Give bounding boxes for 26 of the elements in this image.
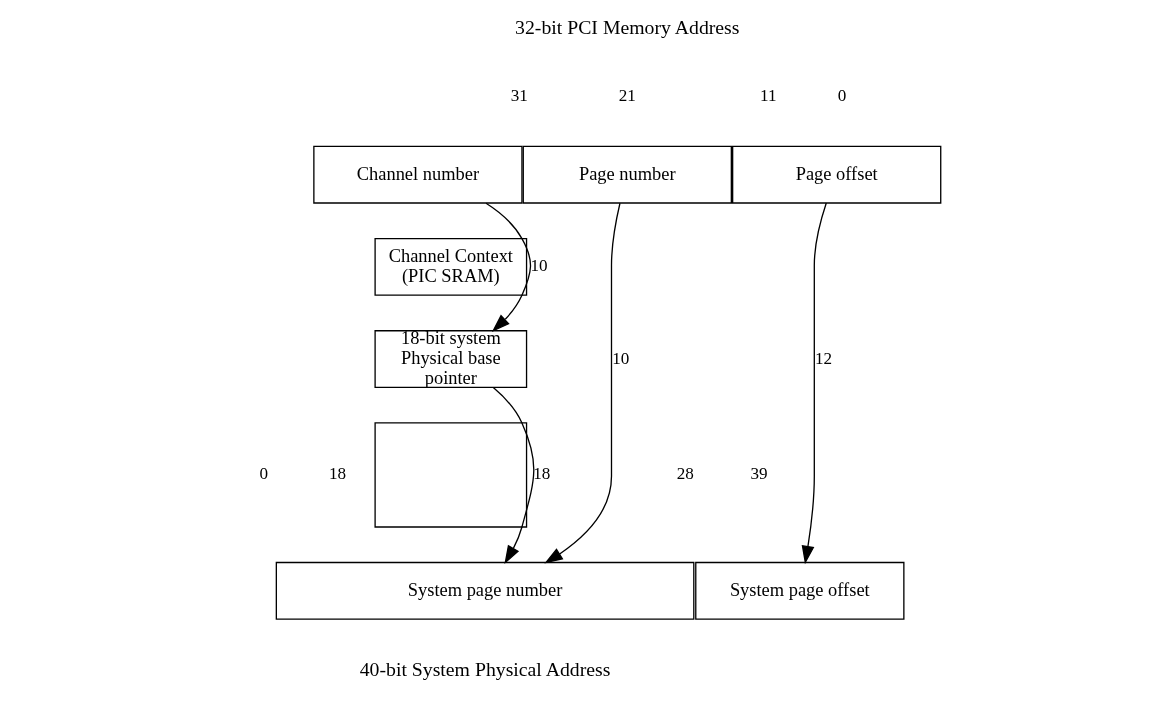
node-box: System page offset [694, 561, 904, 620]
node-box: Channel number [312, 145, 523, 204]
arrow [492, 386, 534, 565]
label: 18 [328, 464, 346, 484]
label: 21 [618, 85, 636, 105]
edge-label: 12 [814, 348, 832, 368]
edge-label: 18 [532, 464, 550, 484]
label: 39 [749, 464, 768, 484]
label: 0 [259, 464, 268, 484]
label: 40-bit System Physical Address [359, 657, 610, 680]
node-box: System page number [275, 561, 694, 620]
label: 32-bit PCI Memory Address [514, 16, 739, 39]
arrow [801, 202, 827, 565]
label: 28 [676, 464, 694, 484]
label: 11 [759, 85, 776, 105]
node-box [373, 422, 527, 528]
label: 31 [510, 85, 528, 105]
arrow [484, 202, 531, 332]
node-box: Page number [522, 145, 732, 204]
edge-label: 10 [530, 256, 548, 276]
label: 0 [837, 85, 846, 105]
edge-label: 10 [611, 348, 629, 368]
node-box: Channel Context (PIC SRAM) [373, 237, 527, 296]
node-box: Page offset [731, 145, 941, 204]
arrow [543, 202, 621, 564]
node-box: 18-bit system Physical base pointer [373, 330, 527, 389]
